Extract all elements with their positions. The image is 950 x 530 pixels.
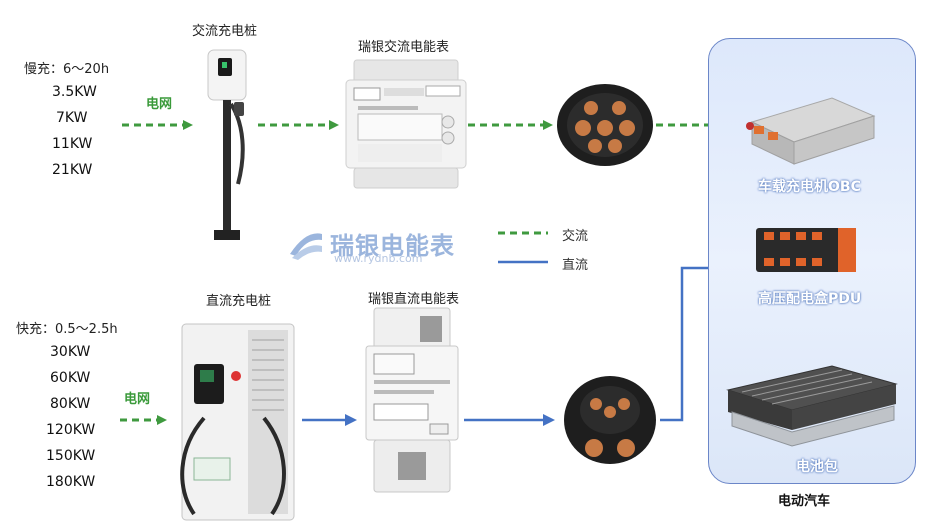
legend-ac-label: 交流 — [562, 229, 589, 244]
watermark-brand: 瑞银电能表 — [330, 232, 455, 260]
dc-meter-title: 瑞银直流电能表 — [368, 292, 460, 307]
dc-pile-title: 直流充电桩 — [206, 294, 272, 309]
ac-charging-pile — [207, 49, 247, 240]
dc-energy-meter — [365, 307, 459, 493]
dc-rate-3: 80KW — [50, 396, 91, 412]
battery-label: 电池包 — [796, 459, 838, 475]
brand-logo-icon — [290, 233, 322, 260]
ac-type2-plug — [557, 84, 653, 166]
ac-rate-1: 3.5KW — [52, 84, 97, 100]
dc-rate-2: 60KW — [50, 370, 91, 386]
watermark-url: www.rydnb.com — [334, 252, 423, 265]
ac-rate-4: 21KW — [52, 162, 93, 178]
fast-charge-label: 快充：0.5～2.5h — [16, 322, 118, 337]
ac-pile-title: 交流充电桩 — [192, 24, 258, 39]
dc-ccs-plug — [564, 376, 656, 464]
pdu-box — [756, 228, 856, 272]
pdu-label: 高压配电盒PDU — [758, 291, 862, 307]
battery-pack — [726, 365, 898, 447]
ac-meter-title: 瑞银交流电能表 — [358, 40, 450, 55]
obc-label: 车载充电机OBC — [758, 179, 861, 195]
dc-rate-4: 120KW — [46, 422, 96, 438]
slow-charge-label: 慢充：6～20h — [24, 62, 110, 77]
dc-rate-5: 150KW — [46, 448, 96, 464]
dc-rate-6: 180KW — [46, 474, 96, 490]
ac-energy-meter — [345, 59, 467, 189]
dc-charging-pile — [180, 323, 295, 521]
onboard-charger — [746, 97, 876, 165]
ev-caption: 电动汽车 — [778, 494, 831, 509]
dc-grid-label: 电网 — [124, 392, 151, 407]
legend-dc-label: 直流 — [562, 258, 589, 273]
ac-grid-label: 电网 — [146, 97, 173, 112]
ac-rate-3: 11KW — [52, 136, 93, 152]
dc-rate-1: 30KW — [50, 344, 91, 360]
ac-rate-2: 7KW — [56, 110, 88, 126]
